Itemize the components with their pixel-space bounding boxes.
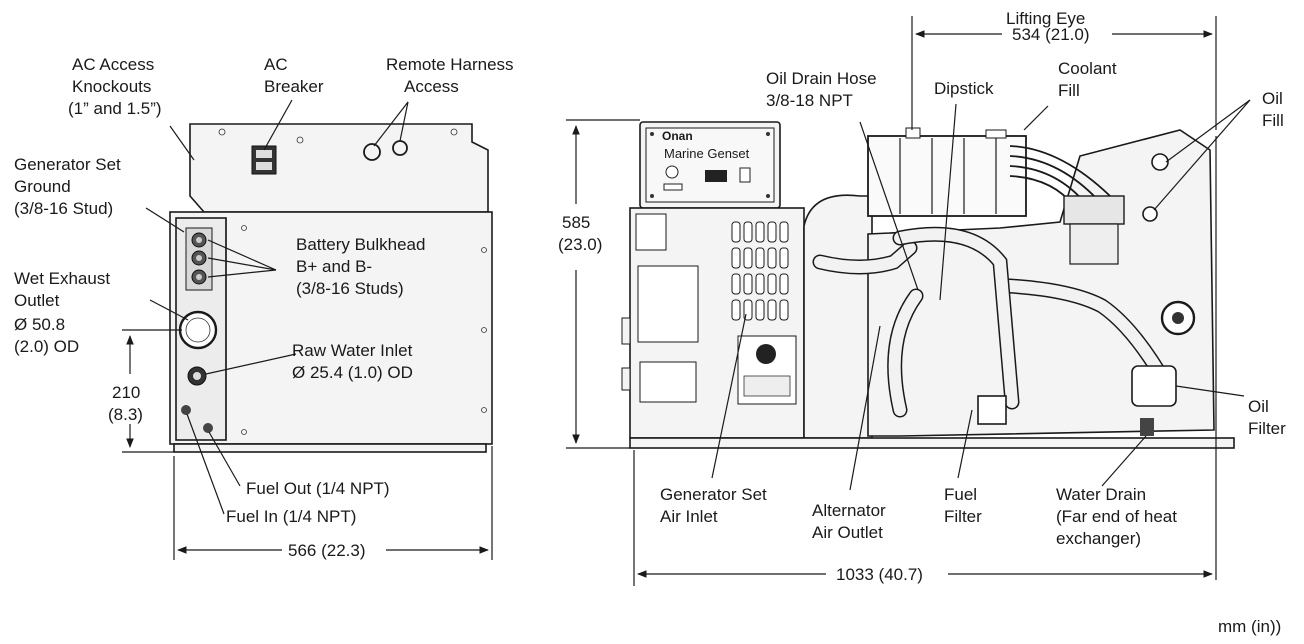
valve-cover: [867, 135, 1027, 217]
dim-length-total: 1033 (40.7): [836, 565, 923, 584]
generator-ground-label: (3/8-16 Stud): [14, 199, 113, 218]
raw-water-label: Raw Water Inlet: [292, 341, 413, 360]
oil-drain-label: Oil Drain Hose: [766, 69, 877, 88]
coolant-fill-label: Fill: [1058, 81, 1080, 100]
water-drain-label: Water Drain: [1056, 485, 1146, 504]
end-view: [122, 99, 493, 560]
battery-bulkhead-label: B+ and B-: [296, 257, 372, 276]
dipstick-label: Dipstick: [934, 79, 994, 98]
fuel-out-fitting: [181, 405, 191, 415]
air-inlet-vents: [731, 221, 789, 321]
battery-bulkhead-label: Battery Bulkhead: [296, 235, 425, 254]
alternator: [803, 194, 873, 439]
remote-harness-hole: [363, 143, 381, 161]
units-note: mm (in)): [1218, 617, 1281, 636]
ac-breaker-label: AC: [264, 55, 288, 74]
control-box: [189, 123, 489, 213]
ac-breaker-label: Breaker: [264, 77, 324, 96]
wet-exhaust-outlet: [178, 310, 218, 350]
water-drain: [1140, 418, 1154, 436]
generator-air-inlet-label: Generator Set: [660, 485, 767, 504]
oil-fill-cap: [1142, 206, 1158, 222]
oil-fill-label: Fill: [1262, 111, 1284, 130]
ac-breaker: [251, 145, 277, 175]
panel-title: Marine Genset: [664, 146, 750, 161]
brand-logo: Onan: [662, 129, 693, 143]
water-drain-label: exchanger): [1056, 529, 1141, 548]
dim-height-exhaust: 210: [112, 383, 140, 402]
oil-filter-label: Filter: [1248, 419, 1286, 438]
dim-height-exhaust: (8.3): [108, 405, 143, 424]
dim-height-total: (23.0): [558, 235, 602, 254]
wet-exhaust-label: Outlet: [14, 291, 60, 310]
water-drain-label: (Far end of heat: [1056, 507, 1177, 526]
fuel-out-label: Fuel Out (1/4 NPT): [246, 479, 390, 498]
fuel-filter-label: Filter: [944, 507, 982, 526]
ac-access-label: (1” and 1.5”): [68, 99, 162, 118]
oil-filter-label: Oil: [1248, 397, 1269, 416]
end-view-base: [173, 443, 487, 453]
coolant-fill-label: Coolant: [1058, 59, 1117, 78]
wet-exhaust-label: (2.0) OD: [14, 337, 79, 356]
side-view-base: [629, 437, 1235, 449]
remote-harness-label: Access: [404, 77, 459, 96]
generator-ground-label: Ground: [14, 177, 71, 196]
generator-air-inlet-label: Air Inlet: [660, 507, 718, 526]
dim-width-side: 566 (22.3): [288, 541, 366, 560]
callout-labels: AC Access Knockouts (1” and 1.5”) AC Bre…: [14, 9, 1286, 636]
remote-harness-label: Remote Harness: [386, 55, 514, 74]
fuel-in-fitting: [203, 423, 213, 433]
lifting-eye-label: Lifting Eye: [1006, 9, 1085, 28]
ac-access-label: AC Access: [72, 55, 154, 74]
alternator-air-outlet-label: Alternator: [812, 501, 886, 520]
battery-studs: [185, 227, 213, 291]
fuel-filter: [977, 395, 1007, 425]
raw-water-label: Ø 25.4 (1.0) OD: [292, 363, 413, 382]
oil-fill-label: Oil: [1262, 89, 1283, 108]
wet-exhaust-label: Ø 50.8: [14, 315, 65, 334]
hoses: [812, 226, 1174, 418]
fuel-filter-label: Fuel: [944, 485, 977, 504]
dimension-values: 210 (8.3) 566 (22.3) 585 (23.0) 534 (21.…: [108, 25, 1090, 584]
oil-filter: [1131, 365, 1177, 407]
generator-ground-label: Generator Set: [14, 155, 121, 174]
dim-height-total: 585: [562, 213, 590, 232]
alternator-air-outlet-label: Air Outlet: [812, 523, 883, 542]
battery-bulkhead-label: (3/8-16 Studs): [296, 279, 404, 298]
oil-drain-label: 3/8-18 NPT: [766, 91, 853, 110]
wet-exhaust-label: Wet Exhaust: [14, 269, 110, 288]
ac-access-label: Knockouts: [72, 77, 151, 96]
dim-lifting-eye: 534 (21.0): [1012, 25, 1090, 44]
fuel-in-label: Fuel In (1/4 NPT): [226, 507, 356, 526]
oil-fill-cap: [1151, 153, 1169, 171]
side-view: [566, 16, 1251, 586]
